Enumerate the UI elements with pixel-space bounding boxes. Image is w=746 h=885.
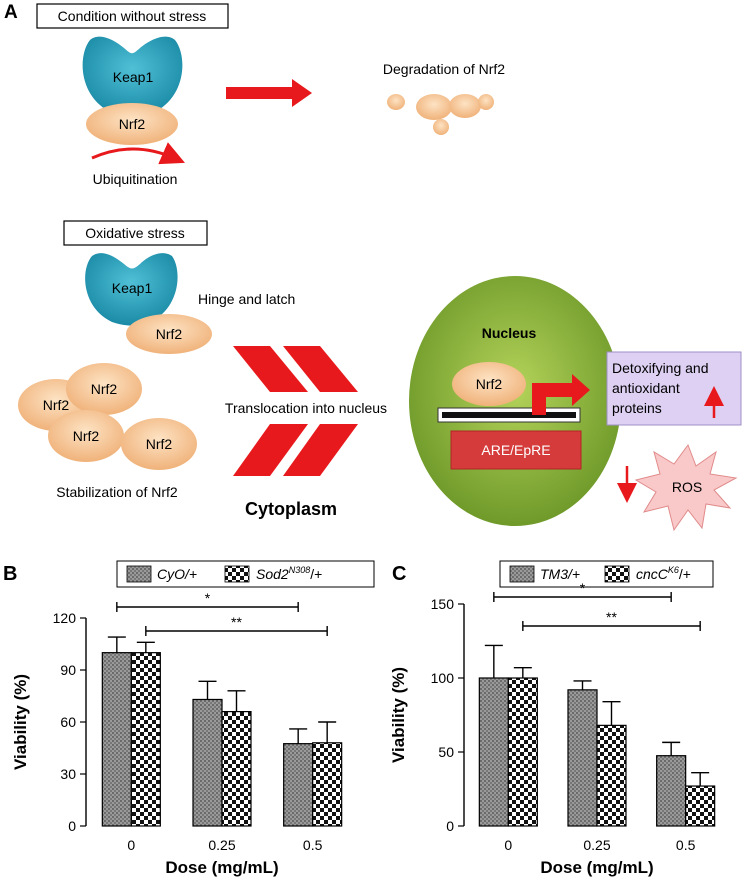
ros-label: ROS	[672, 479, 702, 495]
chart-b-legend-swatch-1	[126, 565, 152, 583]
chart-b-y-tick-label: 30	[60, 766, 76, 782]
nrf2-cluster-4	[121, 418, 197, 470]
chart-c-y-tick-label: 0	[446, 818, 454, 834]
oxidative-stress-box	[63, 220, 208, 246]
chart-c-bar	[685, 785, 716, 827]
keap1-top-icon	[82, 36, 183, 117]
chart-c-legend: TM3/+ cncCK6/+	[499, 560, 714, 588]
chart-c-significance-label: **	[606, 609, 617, 625]
keap1-top-label: Keap1	[113, 69, 154, 85]
chart-b-legend-2-suffix: /+	[310, 566, 322, 582]
detox-line-3: proteins	[612, 400, 662, 416]
ubiquitination-arrow	[91, 142, 185, 165]
chart-b-bar	[221, 710, 252, 827]
chart-c-legend-2: cncC	[636, 566, 669, 582]
chart-c-y-tick-label: 100	[431, 670, 455, 686]
nrf2-nucleus-icon	[452, 362, 526, 406]
chart-c-x-tick-label: 0.25	[583, 837, 610, 853]
ros-burst-icon	[634, 443, 738, 532]
chart-c-bar	[567, 689, 598, 827]
chart-b-bar	[312, 742, 343, 827]
nrf2-cluster-2	[66, 363, 142, 415]
chart-b-significance-label: **	[231, 614, 242, 630]
transcription-arrow	[532, 374, 590, 415]
chart-c-x-tick-label: 0	[504, 837, 512, 853]
chart-b-legend-2-sup: N308	[289, 565, 311, 575]
chart-b-legend-1: CyO/+	[157, 566, 197, 582]
oxidative-stress-label: Oxidative stress	[85, 225, 185, 241]
chart-c-x-axis-label: Dose (mg/mL)	[540, 858, 653, 877]
chart-b-bar	[101, 652, 132, 827]
ubiquitination-label: Ubiquitination	[93, 171, 178, 187]
chart-c-y-tick-label: 50	[438, 744, 454, 760]
nucleus-icon	[409, 276, 621, 526]
chart-b-legend-2-group: Sod2N308/+	[256, 565, 322, 582]
no-stress-box	[36, 3, 229, 29]
chart-c-x-tick-label: 0.5	[676, 837, 696, 853]
nrf2-cluster-4-label: Nrf2	[146, 436, 173, 452]
nrf2-nucleus-label: Nrf2	[476, 376, 503, 392]
cytoplasm-label: Cytoplasm	[245, 499, 337, 519]
chart-c-bar	[507, 677, 538, 827]
chart-b-bar	[130, 652, 161, 827]
chart-c-bar	[656, 755, 687, 827]
degradation-arrow	[226, 79, 312, 107]
chart-c-bar	[478, 677, 509, 827]
chart-b-bar	[283, 743, 314, 827]
chart-b-significance-label: *	[205, 590, 211, 606]
nrf2-cluster-3-label: Nrf2	[73, 428, 100, 444]
nrf2-top-icon	[86, 103, 178, 145]
chart-b-x-tick-label: 0.25	[208, 837, 235, 853]
chart-b-y-tick-label: 90	[60, 662, 76, 678]
chart-b-legend: CyO/+ Sod2N308/+	[116, 560, 375, 588]
chart-c-bar	[596, 724, 627, 827]
panel-a-letter: A	[4, 2, 18, 23]
chart-b-y-axis-label: Viability (%)	[11, 674, 30, 770]
chart-c-legend-2-group: cncCK6/+	[636, 565, 691, 582]
chart-b-y-tick-label: 0	[68, 818, 76, 834]
chart-b-legend-swatch-2	[224, 565, 250, 583]
panel-c-letter: C	[392, 563, 406, 585]
chart-b-x-tick-label: 0.5	[303, 837, 323, 853]
no-stress-label: Condition without stress	[58, 8, 207, 24]
chart-c-legend-swatch-1	[509, 565, 535, 583]
chart-c-y-axis-label: Viability (%)	[389, 667, 408, 763]
nrf2-cluster-1-label: Nrf2	[43, 397, 70, 413]
nrf2-top-label: Nrf2	[119, 116, 146, 132]
dna-strand	[442, 412, 576, 418]
chart-b-y-tick-label: 60	[60, 714, 76, 730]
chart-c-legend-2-suffix: /+	[679, 566, 691, 582]
are-label: ARE/EpRE	[481, 442, 550, 458]
nrf2-mid-label: Nrf2	[156, 326, 183, 342]
degraded-fragments-icon	[387, 94, 494, 135]
keap1-mid-icon	[85, 253, 178, 326]
degradation-label: Degradation of Nrf2	[383, 61, 505, 77]
translocation-label: Translocation into nucleus	[225, 400, 387, 416]
nrf2-mid-icon	[126, 314, 212, 354]
chart-c-significance-label: *	[580, 580, 586, 596]
chart-b-legend-2: Sod2	[256, 566, 289, 582]
hinge-latch-label: Hinge and latch	[198, 291, 295, 307]
chart-c-y-tick-label: 150	[431, 596, 455, 612]
chart-b-x-axis-label: Dose (mg/mL)	[165, 858, 278, 877]
chart-c-legend-2-sup: K6	[668, 565, 679, 575]
chart-c-legend-swatch-2	[604, 565, 630, 583]
are-box	[450, 430, 582, 470]
detox-line-2: antioxidant	[612, 380, 680, 396]
detox-line-1: Detoxifying and	[612, 360, 709, 376]
stabilization-label: Stabilization of Nrf2	[56, 484, 178, 500]
chart-b-x-tick-label: 0	[127, 837, 135, 853]
keap1-mid-label: Keap1	[112, 280, 153, 296]
chart-c-legend-1: TM3/+	[540, 566, 580, 582]
nucleus-label: Nucleus	[482, 325, 537, 341]
nrf2-cluster-3	[48, 410, 124, 462]
chart-b-y-tick-label: 120	[53, 610, 77, 626]
chart-b-bar	[192, 698, 223, 827]
translocation-chevrons-icon	[233, 346, 358, 476]
panel-b-letter: B	[3, 563, 17, 585]
nrf2-cluster-2-label: Nrf2	[91, 381, 118, 397]
